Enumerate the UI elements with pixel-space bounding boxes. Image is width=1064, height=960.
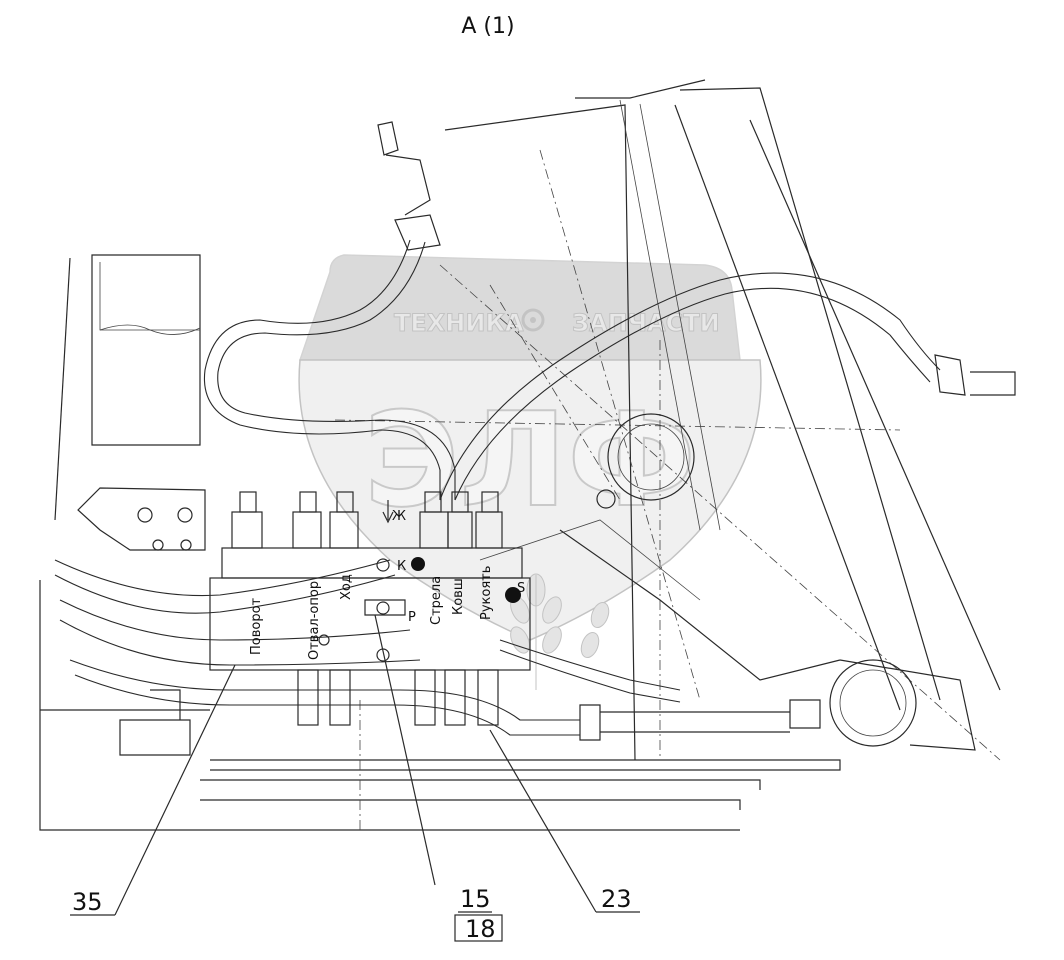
valve-block <box>77 487 531 726</box>
hydraulic-hoses <box>54 121 1016 741</box>
port-label-k: К <box>397 559 406 574</box>
watermark-right-text: ЗАПЧАСТИ <box>572 309 720 337</box>
port-label-r: Р <box>408 610 416 625</box>
view-title: А (1) <box>461 14 514 39</box>
port-label-s: S <box>517 581 525 596</box>
callout-35: 35 <box>72 888 103 916</box>
watermark-logo-letters: ЭЛФ <box>364 384 696 536</box>
strela-port-dot <box>411 557 425 571</box>
label-otval-support: Отвал-опор <box>307 581 322 660</box>
gear-icon <box>521 308 545 332</box>
wheat-ear-icon <box>510 573 610 690</box>
label-khod: Ход <box>339 574 354 600</box>
rukoyat-port-dot <box>505 587 521 603</box>
label-povorot: Поворот <box>249 597 264 655</box>
frame-outline <box>39 79 1001 831</box>
callout-15: 15 <box>460 885 491 913</box>
callout-leaders <box>70 614 640 942</box>
label-strela: Стрела <box>429 576 444 625</box>
label-kovsh: Ковш <box>451 578 466 615</box>
watermark-left-text: ТЕХНИКА <box>394 309 524 337</box>
callout-23: 23 <box>601 885 632 913</box>
label-rukoyat: Рукоять <box>479 566 494 620</box>
port-label-zh: Ж <box>392 509 406 524</box>
callout-18: 18 <box>465 915 496 943</box>
